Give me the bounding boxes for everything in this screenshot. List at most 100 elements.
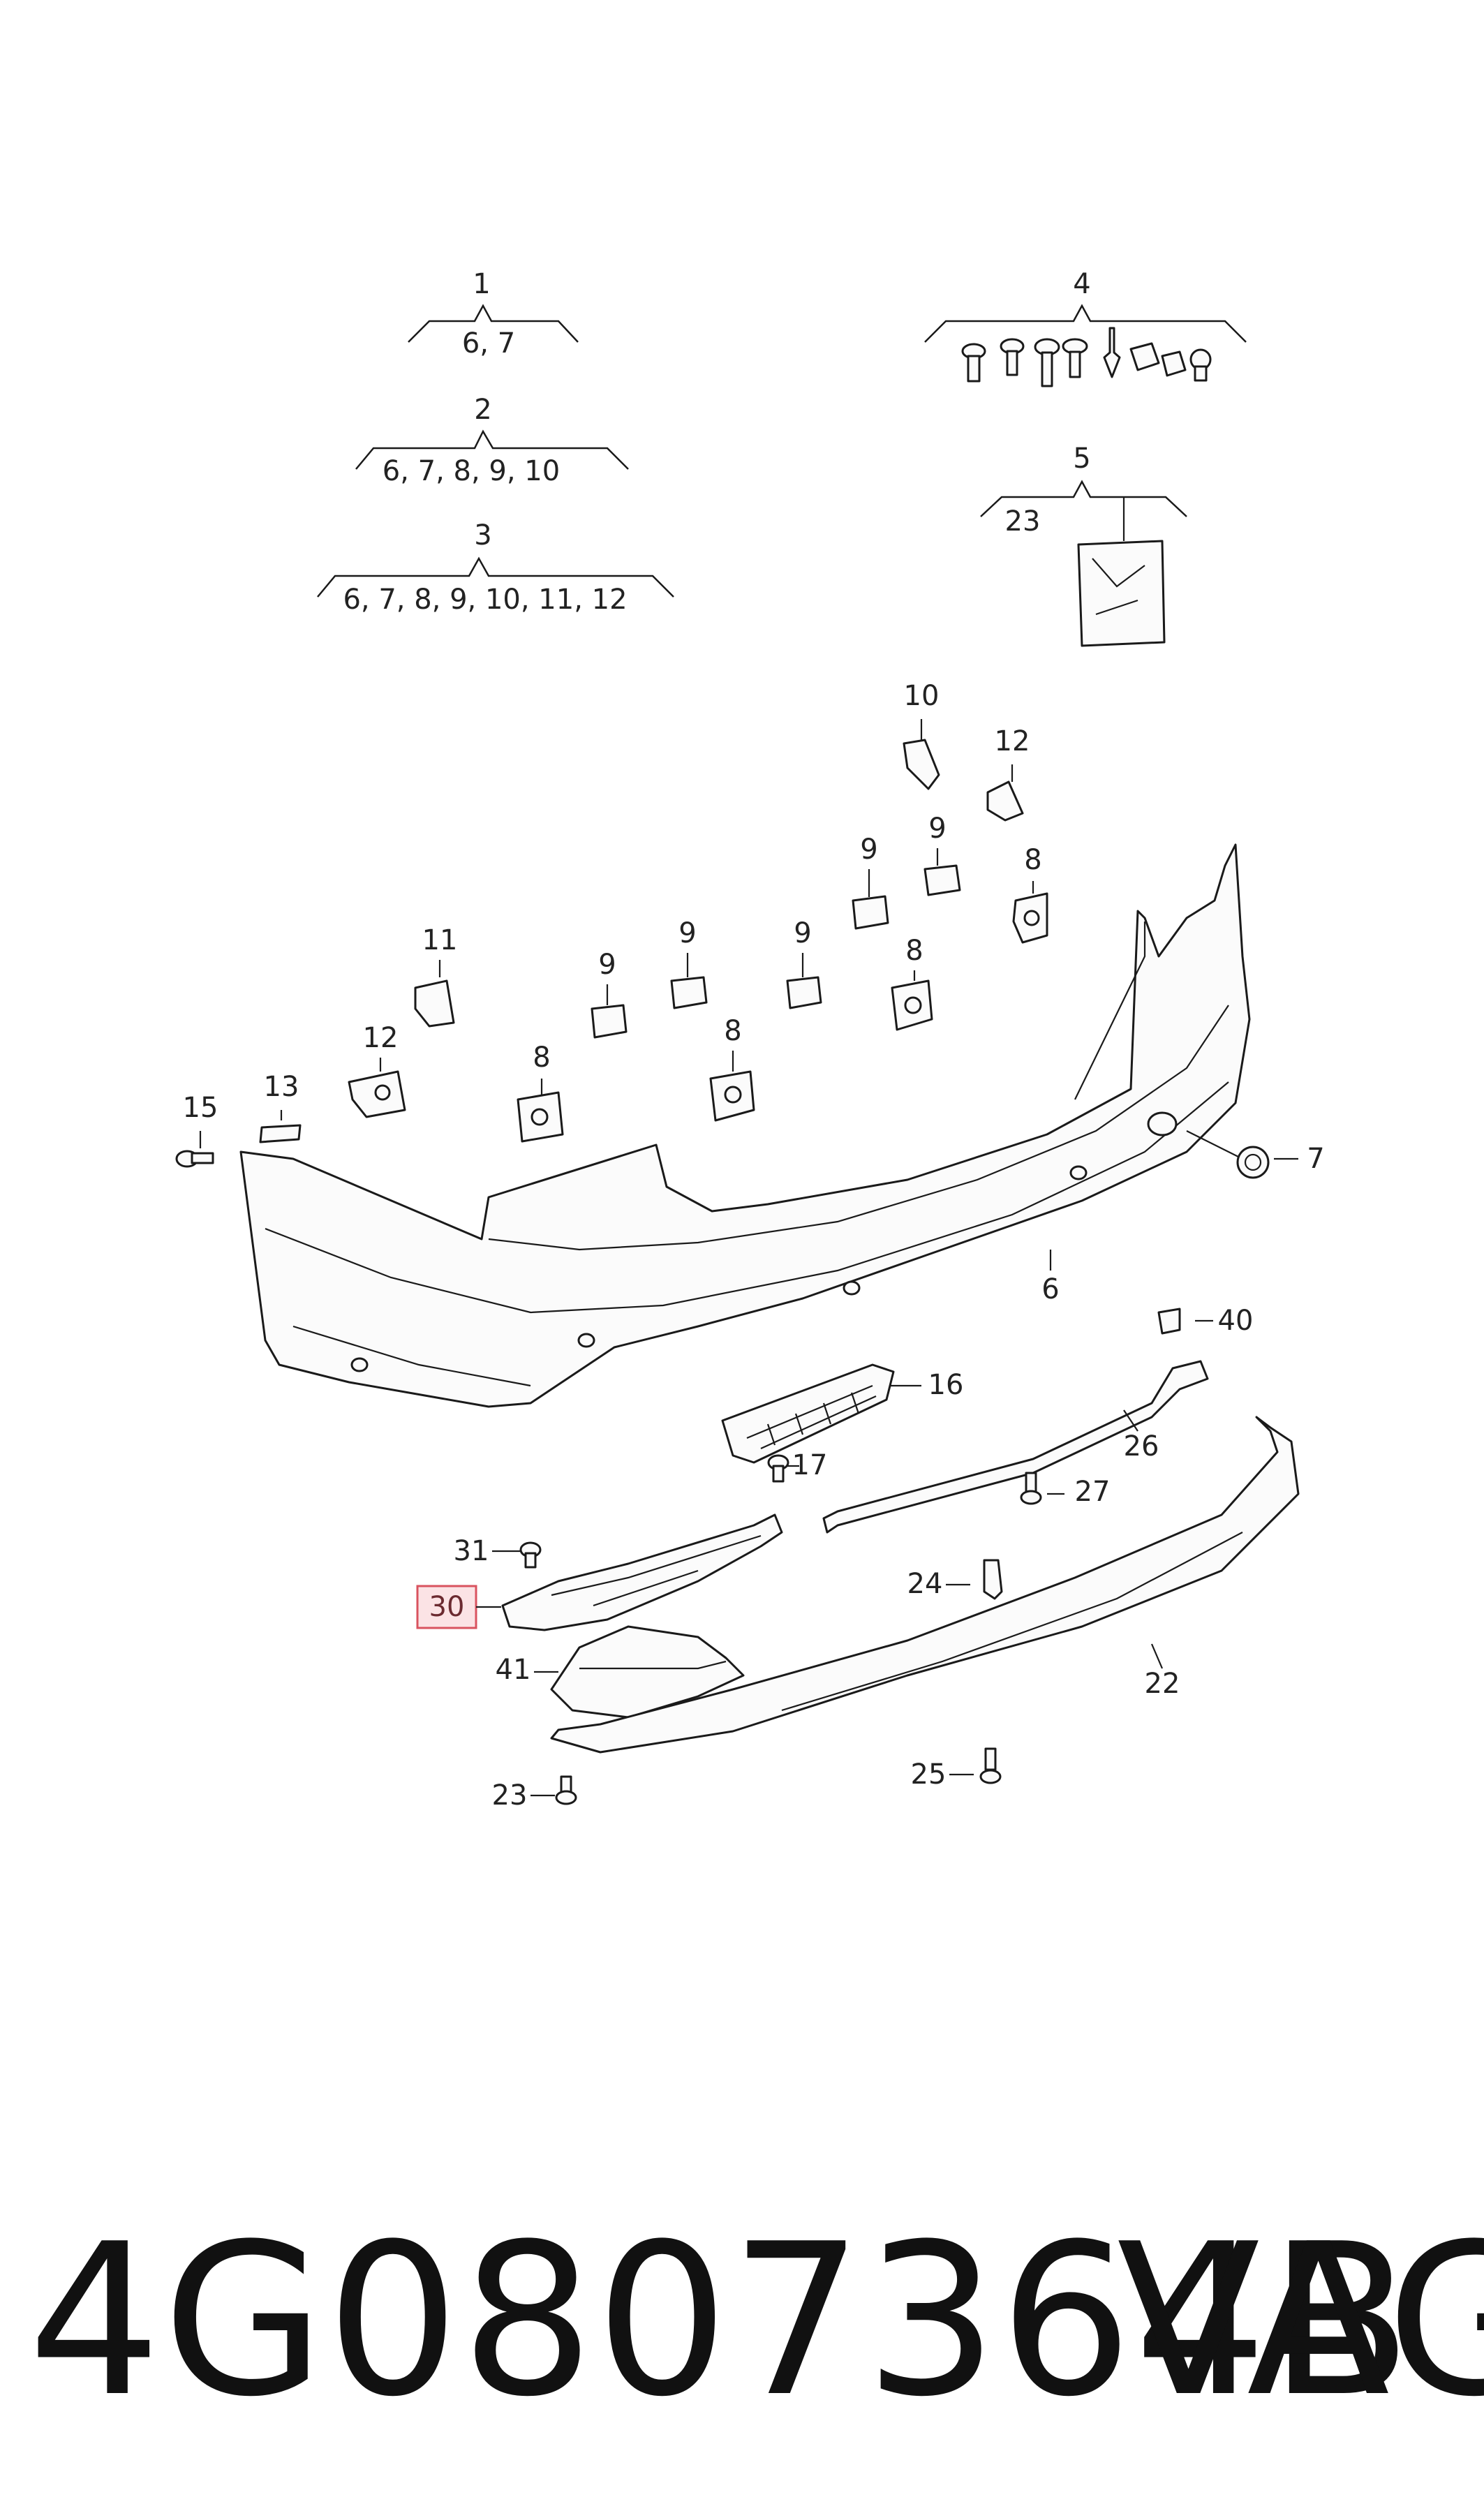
fastener-set-icons [961, 327, 1212, 387]
svg-text:9: 9 [794, 917, 811, 949]
side-bracket-30 [501, 1513, 783, 1631]
svg-text:9: 9 [598, 949, 616, 981]
svg-text:8: 8 [1024, 844, 1041, 876]
guide-bracket-12 [986, 780, 1024, 822]
group-5: 5 23 [980, 443, 1187, 647]
sticker-13 [259, 1124, 302, 1143]
group-5-bracket [980, 480, 1187, 517]
screw-icon [1000, 338, 1025, 376]
svg-text:27: 27 [1075, 1476, 1111, 1508]
group-3-contents: 6, 7, 8, 9, 10, 11, 12 [343, 584, 627, 616]
clip-icon [1129, 342, 1160, 371]
svg-text:26: 26 [1124, 1430, 1159, 1462]
callout-31: 31 [454, 1535, 542, 1569]
svg-text:22: 22 [1145, 1668, 1180, 1700]
clip-icon [983, 1559, 1003, 1600]
svg-text:40: 40 [1218, 1305, 1254, 1337]
sensor-mount-9 [591, 1004, 628, 1039]
bolt-icon [175, 1150, 214, 1168]
group-1-contents: 6, 7 [462, 327, 515, 360]
screw-icon [1062, 338, 1088, 378]
parts-bag-icon [1077, 540, 1166, 647]
clip-icon [1189, 348, 1212, 382]
callout-8-b: 8 [891, 935, 933, 1031]
lower-diffuser-22: 22 [550, 1416, 1300, 1754]
callout-30-highlighted: 30 [416, 1585, 501, 1629]
screw-icon [961, 343, 986, 383]
sensor-mount-9 [670, 976, 708, 1009]
callout-8-a: 8 [1012, 844, 1048, 944]
callout-9-a: 9 [923, 813, 961, 896]
brand-label: VAG [1117, 2199, 1484, 2443]
bumper-cover [239, 843, 1251, 1408]
callout-8-d: 8 [517, 1042, 564, 1143]
svg-text:6: 6 [1041, 1273, 1059, 1305]
callout-7: 7 [1186, 1130, 1325, 1179]
sensor-mount-9 [786, 976, 822, 1009]
callout-15: 15 [175, 1092, 218, 1168]
svg-text:13: 13 [264, 1071, 299, 1103]
group-5-number: 5 [1073, 443, 1090, 475]
callout-27: 27 [1020, 1472, 1111, 1508]
sensor-mount-9 [923, 864, 961, 896]
highlight-box [416, 1585, 477, 1629]
callout-16: 16 [721, 1363, 964, 1464]
screw-icon [519, 1541, 542, 1569]
svg-text:12: 12 [363, 1022, 399, 1054]
retainer-11 [414, 979, 455, 1028]
clip-40 [1157, 1308, 1181, 1335]
callout-17: 17 [767, 1449, 827, 1483]
callout-24: 24 [907, 1559, 1003, 1600]
callout-13: 13 [259, 1071, 302, 1143]
callout-8-c: 8 [709, 1015, 755, 1122]
svg-text:9: 9 [860, 834, 877, 866]
svg-text:10: 10 [904, 680, 940, 712]
group-3-bracket [317, 556, 674, 598]
callout-10: 10 [903, 680, 940, 790]
callout-12-left: 12 [348, 1022, 406, 1118]
svg-text:8: 8 [905, 935, 923, 967]
callout-6: 6 [1041, 1250, 1060, 1305]
callout-9-b: 9 [852, 834, 889, 930]
group-3-number: 3 [474, 519, 491, 551]
callout-11: 11 [414, 924, 457, 1028]
svg-text:24: 24 [907, 1568, 943, 1600]
callout-9-c: 9 [591, 949, 628, 1039]
callout-41: 41 [496, 1625, 745, 1719]
group-4-number: 4 [1073, 268, 1090, 300]
group-5-contents: 23 [1005, 505, 1041, 538]
group-2-number: 2 [474, 394, 491, 426]
svg-text:23: 23 [492, 1779, 528, 1812]
group-3: 3 6, 7, 8, 9, 10, 11, 12 [317, 519, 674, 616]
screw-icon [1020, 1472, 1042, 1505]
svg-text:41: 41 [496, 1654, 531, 1686]
mounting-grid-16 [721, 1363, 895, 1464]
group-1-number: 1 [473, 268, 490, 300]
rivet-icon [1103, 327, 1121, 378]
screw-icon [767, 1454, 789, 1483]
sensor-mount-9 [852, 895, 889, 930]
screw-icon [979, 1747, 1002, 1784]
group-4-bracket [924, 304, 1247, 343]
screw-icon [1034, 338, 1060, 387]
svg-text:8: 8 [533, 1042, 550, 1074]
callout-23: 23 [492, 1775, 577, 1812]
screw-icon [555, 1775, 577, 1805]
group-2: 2 6, 7, 8, 9, 10 [355, 394, 629, 487]
callout-12-right: 12 [986, 725, 1030, 822]
clip-icon [1161, 350, 1187, 377]
trim-cover-41 [550, 1625, 745, 1719]
group-1: 1 6, 7 [408, 268, 579, 360]
svg-text:12: 12 [995, 725, 1030, 757]
guide-profile-26: 26 [822, 1360, 1209, 1534]
callout-25: 25 [911, 1747, 1002, 1791]
svg-text:9: 9 [928, 813, 946, 845]
mount-bracket-10 [903, 739, 940, 790]
svg-text:7: 7 [1307, 1143, 1324, 1175]
svg-text:9: 9 [678, 917, 696, 949]
svg-text:16: 16 [928, 1369, 964, 1401]
group-1-bracket [408, 304, 579, 343]
part-number: 4G0807364B [28, 2199, 1414, 2443]
callout-9-d: 9 [670, 917, 708, 1009]
